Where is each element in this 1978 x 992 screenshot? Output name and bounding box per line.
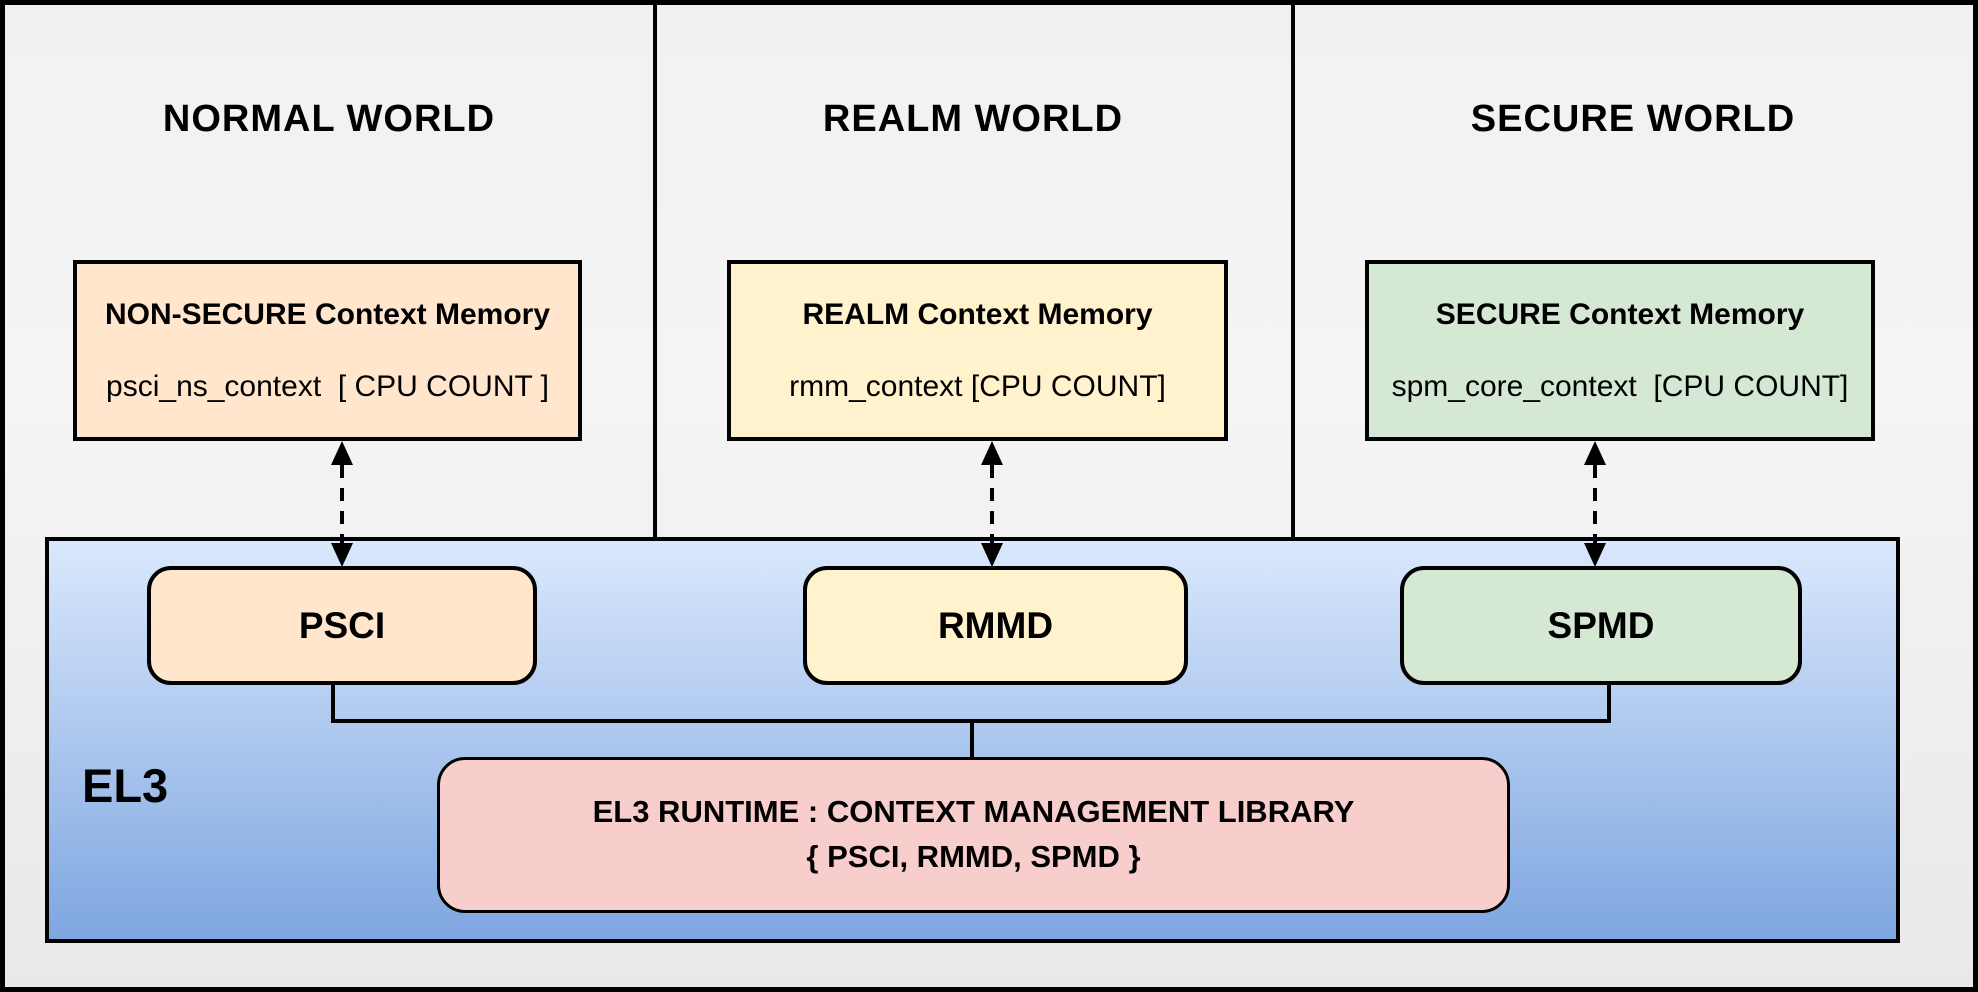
arrow-head-down-icon bbox=[981, 543, 1003, 567]
dashed-arrow-shaft bbox=[340, 465, 344, 543]
divider-normal-realm bbox=[653, 0, 657, 537]
arrow-head-up-icon bbox=[331, 441, 353, 465]
el3-runtime-line1: EL3 RUNTIME : CONTEXT MANAGEMENT LIBRARY bbox=[592, 794, 1355, 830]
normal-world-title: NORMAL WORLD bbox=[162, 98, 496, 140]
non-secure-context-memory-title: NON-SECURE Context Memory bbox=[104, 297, 551, 331]
el3-label: EL3 bbox=[82, 759, 169, 812]
el3-runtime-box: EL3 RUNTIME : CONTEXT MANAGEMENT LIBRARY… bbox=[437, 757, 1510, 913]
realm-context-memory-value: rmm_context [CPU COUNT] bbox=[789, 369, 1166, 403]
arrow-head-up-icon bbox=[1584, 441, 1606, 465]
divider-realm-secure bbox=[1291, 0, 1295, 537]
realm-world-title: REALM WORLD bbox=[822, 98, 1124, 140]
psci-box: PSCI bbox=[147, 566, 537, 685]
secure-context-memory-box: SECURE Context Memory spm_core_context [… bbox=[1365, 260, 1875, 441]
psci-label: PSCI bbox=[298, 604, 386, 646]
connector-spmd-drop bbox=[1607, 685, 1611, 723]
connector-psci-drop bbox=[331, 685, 335, 723]
el3-runtime-line2: { PSCI, RMMD, SPMD } bbox=[806, 839, 1141, 874]
rmmd-box: RMMD bbox=[803, 566, 1188, 685]
rmmd-label: RMMD bbox=[937, 604, 1054, 646]
arrow-head-down-icon bbox=[1584, 543, 1606, 567]
connector-runtime-drop bbox=[970, 719, 974, 759]
arrow-head-down-icon bbox=[331, 543, 353, 567]
non-secure-context-memory-value: psci_ns_context [ CPU COUNT ] bbox=[106, 369, 549, 403]
realm-context-memory-title: REALM Context Memory bbox=[802, 297, 1153, 331]
non-secure-context-memory-box: NON-SECURE Context Memory psci_ns_contex… bbox=[73, 260, 582, 441]
spmd-label: SPMD bbox=[1547, 604, 1655, 646]
dashed-arrow-secure bbox=[1583, 441, 1607, 567]
dashed-arrow-shaft bbox=[1593, 465, 1597, 543]
dashed-arrow-normal bbox=[330, 441, 354, 567]
secure-world-title: SECURE WORLD bbox=[1470, 98, 1796, 140]
dashed-arrow-shaft bbox=[990, 465, 994, 543]
secure-context-memory-value: spm_core_context [CPU COUNT] bbox=[1391, 369, 1849, 403]
secure-context-memory-title: SECURE Context Memory bbox=[1435, 297, 1805, 331]
dashed-arrow-realm bbox=[980, 441, 1004, 567]
arrow-head-up-icon bbox=[981, 441, 1003, 465]
realm-context-memory-box: REALM Context Memory rmm_context [CPU CO… bbox=[727, 260, 1228, 441]
spmd-box: SPMD bbox=[1400, 566, 1802, 685]
